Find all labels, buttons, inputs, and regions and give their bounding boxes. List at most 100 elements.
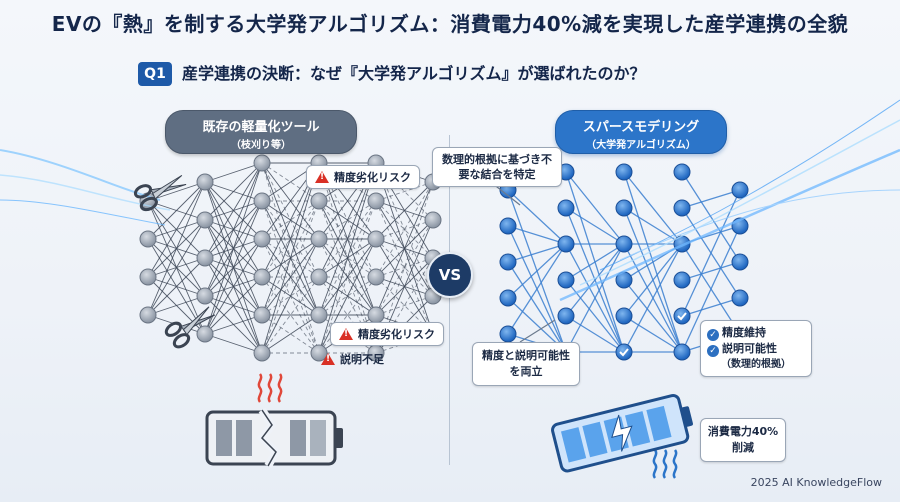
network-edge [507, 189, 567, 245]
network-node [196, 287, 214, 305]
center-divider [449, 135, 450, 465]
network-edge [261, 276, 320, 354]
network-edge [507, 243, 567, 263]
check-icon: ✓ [707, 345, 719, 357]
check-icon [677, 312, 687, 321]
network-edge [261, 314, 320, 354]
network-edge [565, 315, 625, 353]
network-node [196, 211, 214, 229]
network-node [615, 343, 633, 361]
network-edge [375, 181, 434, 240]
warning-text: 精度劣化リスク [334, 171, 411, 184]
network-edge [147, 181, 206, 202]
network-node [615, 235, 633, 253]
network-edge [261, 200, 320, 278]
network-node [615, 163, 633, 181]
network-edge [318, 238, 377, 278]
network-node [367, 268, 385, 286]
network-edge [261, 162, 320, 354]
network-edge [318, 238, 377, 354]
network-edge [204, 333, 263, 354]
network-edge [147, 295, 206, 316]
network-node [673, 307, 691, 325]
network-edge [507, 243, 567, 299]
network-edge [318, 200, 377, 278]
check-icon [619, 348, 629, 357]
network-node [196, 173, 214, 191]
network-edge [375, 181, 434, 316]
network-node [731, 181, 749, 199]
network-edge [261, 238, 320, 354]
warning-callout: 精度劣化リスク [330, 322, 444, 346]
network-edge [204, 276, 263, 335]
network-edge [681, 297, 741, 317]
network-node [731, 253, 749, 271]
sparse-modeling-title: スパースモデリング [582, 120, 700, 135]
network-edge [681, 261, 741, 281]
network-edge [318, 238, 377, 316]
network-edge [261, 238, 320, 316]
network-edge [318, 200, 377, 240]
broken-battery-icon [205, 407, 343, 468]
benefit-subtext: （数理的根拠） [721, 359, 791, 370]
network-edge [623, 243, 683, 317]
network-node [731, 289, 749, 307]
network-edge [147, 219, 206, 316]
network-edge [204, 238, 263, 335]
math-basis-note: 数理的根拠に基づき不要な結合を特定 [432, 147, 562, 187]
network-edge [623, 207, 683, 245]
network-node [310, 230, 328, 248]
network-edge [261, 200, 320, 240]
network-edge [565, 243, 625, 317]
network-edge [318, 276, 377, 316]
network-node [253, 306, 271, 324]
warning-icon [315, 171, 329, 183]
network-node [499, 217, 517, 235]
network-edge [204, 162, 263, 335]
network-edge [507, 225, 567, 245]
network-edge [318, 314, 377, 354]
network-node [367, 192, 385, 210]
network-edge [204, 162, 263, 297]
benefit-text: 精度維持 [722, 326, 766, 339]
network-node [139, 230, 157, 248]
network-edge [375, 181, 434, 278]
vs-badge: VS [427, 252, 473, 298]
network-edge [565, 243, 625, 353]
network-edge [681, 189, 741, 317]
network-edge [261, 314, 320, 354]
network-node [673, 343, 691, 361]
warning-callout: 精度劣化リスク [306, 165, 420, 189]
light-stream-left [0, 149, 171, 226]
network-edge [147, 181, 206, 316]
network-edge [318, 162, 377, 354]
network-node [253, 154, 271, 172]
network-edge [375, 181, 434, 202]
network-edge [375, 295, 434, 316]
check-icon: ✓ [707, 329, 719, 341]
network-node [499, 289, 517, 307]
light-stream-right [559, 99, 900, 302]
network-edge [623, 315, 683, 353]
network-edge [204, 162, 263, 259]
credit-text: 2025 AI KnowledgeFlow [750, 476, 882, 489]
network-node [310, 192, 328, 210]
network-edge [204, 200, 263, 335]
power-saving-callout: 消費電力40%削減 [700, 418, 786, 462]
scissors-icon [164, 306, 215, 349]
warning-icon [339, 328, 353, 340]
network-edge [261, 200, 320, 354]
network-edge [375, 219, 434, 240]
warning-icon [321, 353, 335, 365]
network-node [557, 271, 575, 289]
network-edge [623, 171, 683, 245]
network-edge [318, 200, 377, 278]
network-edge [318, 200, 377, 354]
benefit-text: 説明可能性 [722, 342, 777, 355]
existing-tool-sub: （枝刈り等） [231, 140, 291, 151]
network-node [139, 268, 157, 286]
network-edge [565, 207, 625, 245]
scissors-icon [133, 174, 187, 212]
network-node [139, 306, 157, 324]
network-node [424, 211, 442, 229]
